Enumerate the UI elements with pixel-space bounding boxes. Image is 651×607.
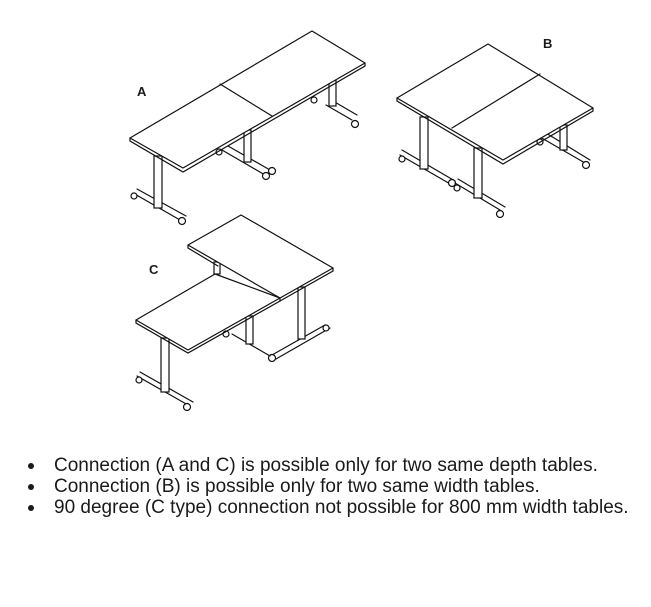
note-item: Connection (B) is possible only for two … [28, 476, 651, 497]
figure-label-b: B [543, 36, 553, 51]
figure-label-a: A [137, 84, 147, 99]
connection-notes-list: Connection (A and C) is possible only fo… [20, 455, 651, 518]
tabletop-seam-b [451, 73, 541, 129]
table-configuration-b [396, 43, 594, 219]
note-item: 90 degree (C type) connection not possib… [28, 497, 651, 518]
legs-b [398, 116, 591, 219]
table-configuration-a [129, 30, 366, 226]
table-connection-diagrams [129, 30, 594, 412]
table-configuration-c [135, 214, 334, 412]
figure-label-c: C [149, 262, 159, 277]
tabletop-seam-a [219, 83, 273, 117]
note-item: Connection (A and C) is possible only fo… [28, 455, 651, 476]
